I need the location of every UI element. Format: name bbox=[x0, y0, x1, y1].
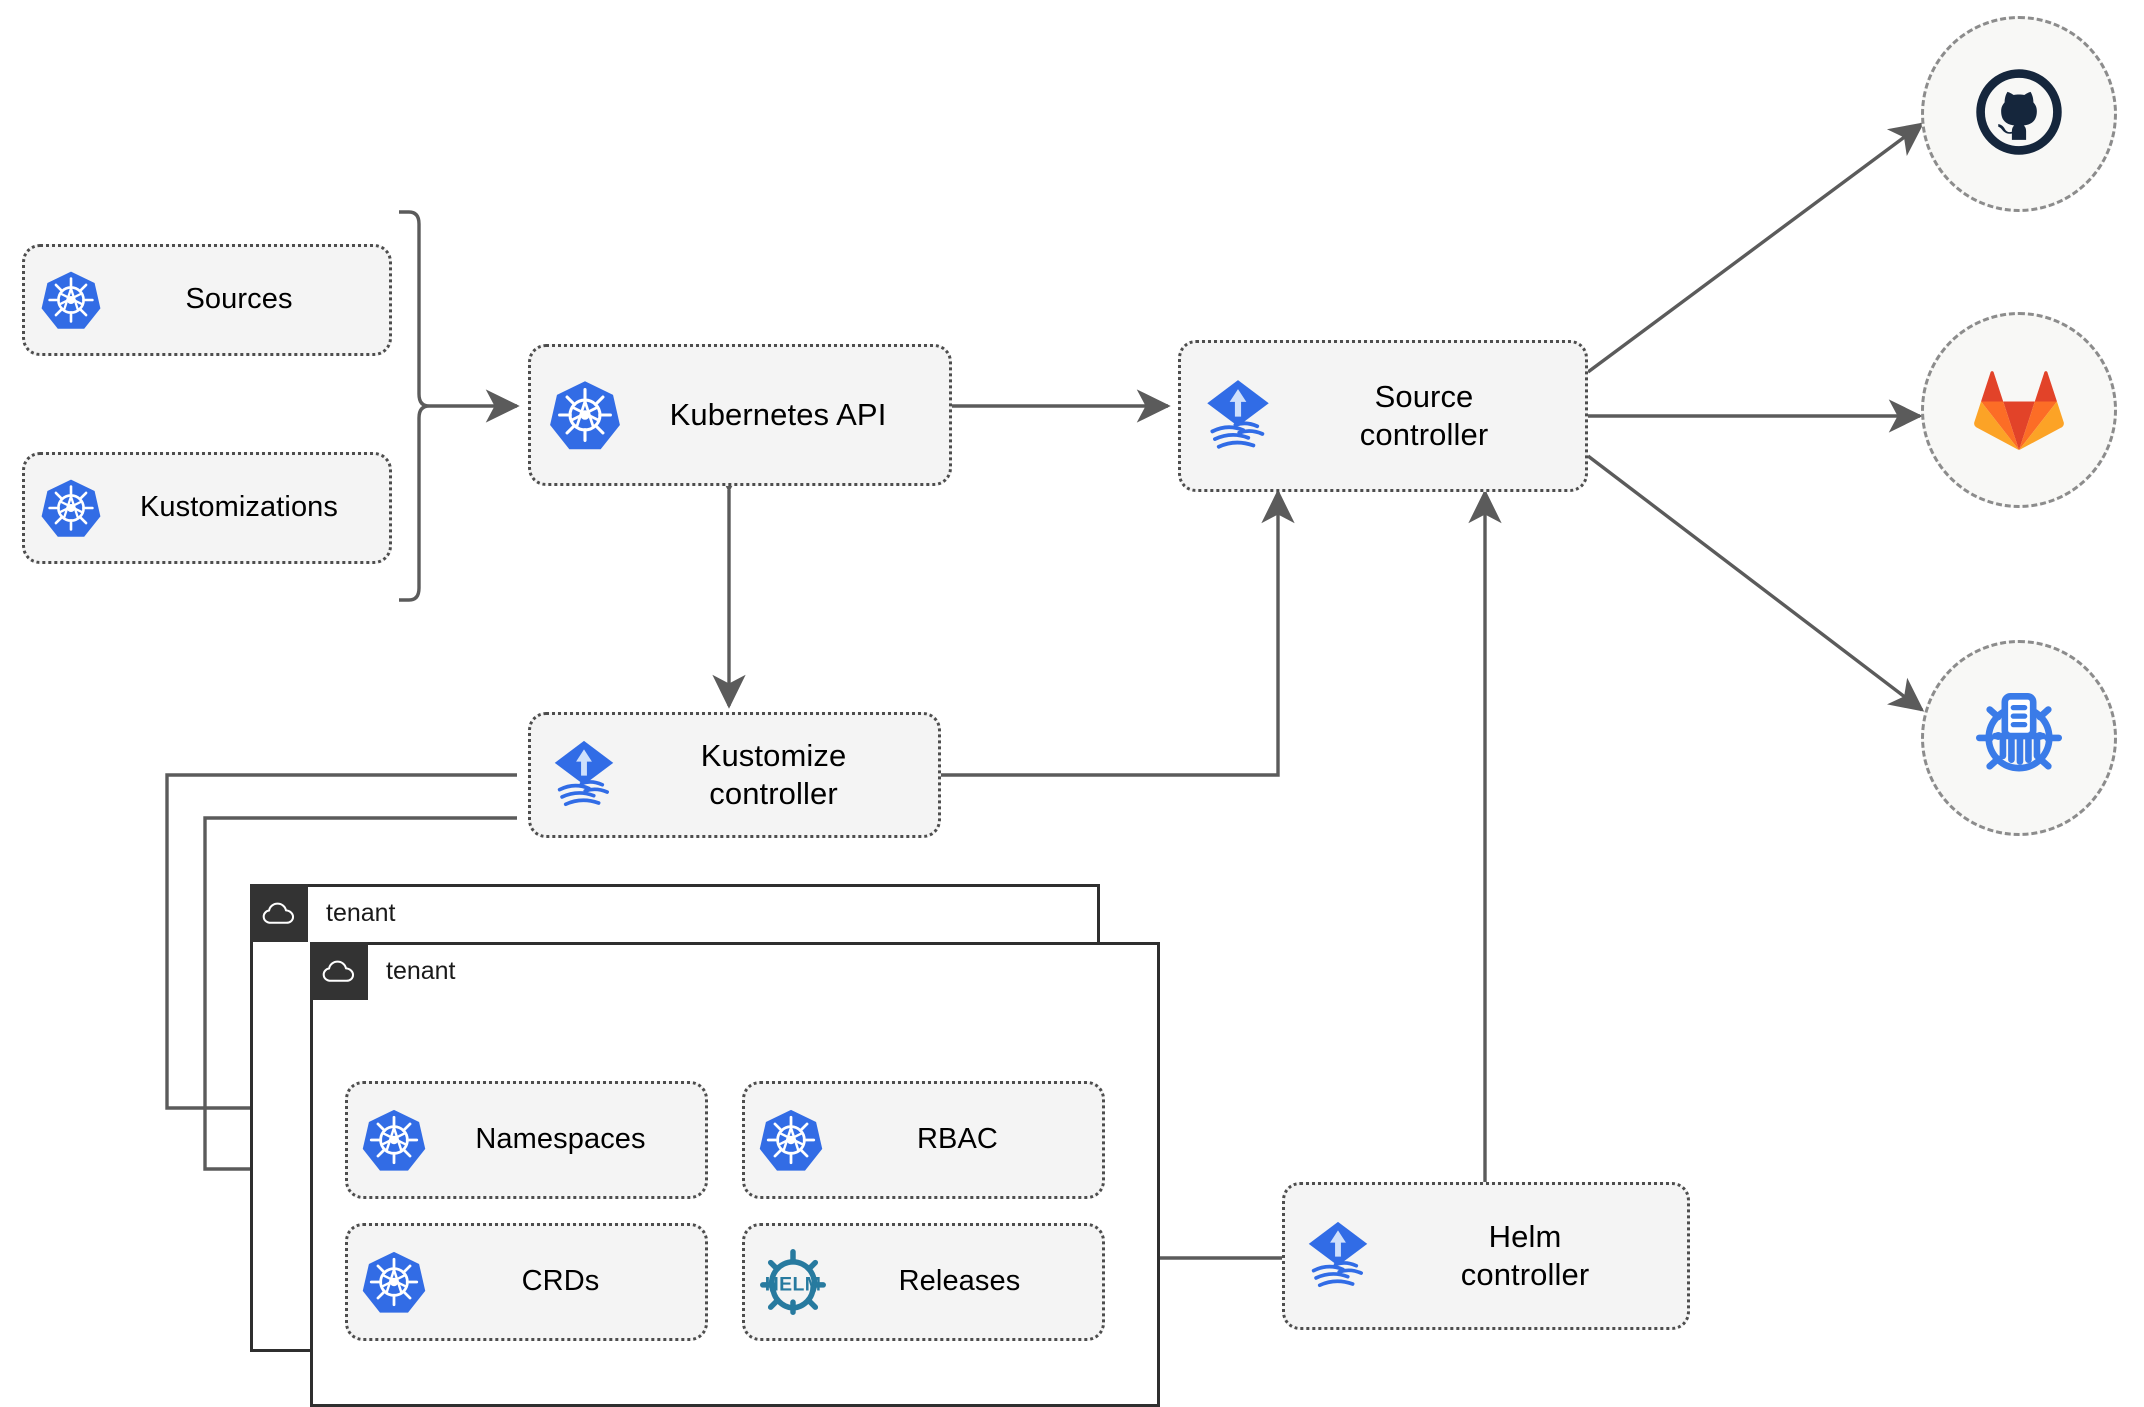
flux-icon bbox=[1299, 1217, 1377, 1295]
node-label: Kustomizations bbox=[139, 491, 339, 524]
provider-github[interactable] bbox=[1921, 16, 2117, 212]
github-icon bbox=[1971, 64, 2067, 165]
kubernetes-icon bbox=[360, 1106, 428, 1174]
helm-repository-icon bbox=[1967, 684, 2071, 793]
tenant-header: tenant bbox=[250, 884, 396, 942]
helm-icon: HELM bbox=[757, 1246, 829, 1318]
node-label: Kustomize controller bbox=[700, 738, 847, 811]
node-label: Namespaces bbox=[475, 1123, 646, 1156]
cloud-icon bbox=[310, 942, 368, 1000]
wire-source-controller-to-helm-repo bbox=[1586, 454, 1925, 712]
node-label: Sources bbox=[185, 283, 293, 316]
node-rbac[interactable]: RBAC bbox=[742, 1081, 1105, 1199]
kubernetes-icon bbox=[39, 476, 103, 540]
wire-source-controller-to-github bbox=[1586, 122, 1925, 374]
bracket-sources-kustomizations bbox=[399, 210, 430, 602]
tenant-header: tenant bbox=[310, 942, 456, 1000]
node-helm-controller[interactable]: Helm controller bbox=[1282, 1182, 1690, 1330]
node-source-controller[interactable]: Source controller bbox=[1178, 340, 1588, 492]
svg-text:HELM: HELM bbox=[765, 1274, 822, 1296]
kubernetes-icon bbox=[547, 377, 623, 453]
node-label: CRDs bbox=[521, 1265, 600, 1298]
node-kustomize-controller[interactable]: Kustomize controller bbox=[528, 712, 941, 838]
wire-kustomize-to-source-controller bbox=[941, 489, 1295, 777]
tenant-resources-grid: Namespaces bbox=[345, 1081, 1105, 1341]
cloud-icon bbox=[250, 884, 308, 942]
node-releases[interactable]: HELM Releases bbox=[742, 1223, 1105, 1341]
node-namespaces[interactable]: Namespaces bbox=[345, 1081, 708, 1199]
node-label: Releases bbox=[898, 1265, 1021, 1298]
node-label: RBAC bbox=[917, 1123, 998, 1156]
tenant-container-front[interactable]: tenant bbox=[310, 942, 1160, 1407]
provider-gitlab[interactable] bbox=[1921, 312, 2117, 508]
tenant-label: tenant bbox=[386, 956, 456, 985]
node-kubernetes-api[interactable]: Kubernetes API bbox=[528, 344, 952, 486]
node-crds[interactable]: CRDs bbox=[345, 1223, 708, 1341]
flux-icon bbox=[1197, 375, 1279, 457]
provider-helm-repository[interactable] bbox=[1921, 640, 2117, 836]
node-label: Kubernetes API bbox=[669, 397, 887, 433]
node-label: Helm controller bbox=[1460, 1219, 1590, 1292]
kubernetes-icon bbox=[39, 268, 103, 332]
node-sources[interactable]: Sources bbox=[22, 244, 392, 356]
tenant-label: tenant bbox=[326, 898, 396, 927]
gitlab-icon bbox=[1971, 362, 2067, 459]
node-kustomizations[interactable]: Kustomizations bbox=[22, 452, 392, 564]
kubernetes-icon bbox=[757, 1106, 825, 1174]
kubernetes-icon bbox=[360, 1248, 428, 1316]
flux-icon bbox=[545, 736, 623, 814]
node-label: Source controller bbox=[1359, 379, 1489, 452]
